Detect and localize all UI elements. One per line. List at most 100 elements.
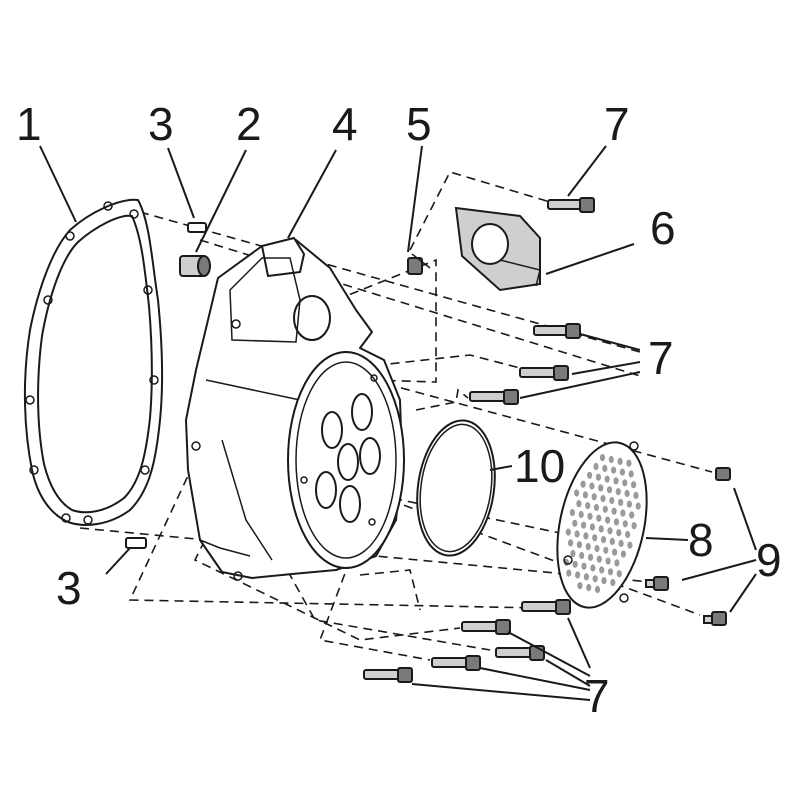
bolt-mid-2 [519, 365, 569, 381]
screen-perforation [593, 462, 599, 471]
bolt-lower-5 [363, 667, 413, 683]
screen-perforation [566, 569, 572, 577]
screen-perforation [576, 500, 582, 508]
bolt-lower-4 [431, 655, 481, 671]
screen-perforation [578, 510, 584, 519]
screen-perforation [581, 521, 587, 529]
screen-perforation [613, 518, 620, 526]
screen-perforation [611, 466, 617, 474]
callout-9: 9 [756, 534, 782, 586]
air-duct-elbow [454, 206, 541, 292]
screen-perforation [589, 523, 596, 531]
callout-labels: 1 3 2 4 5 7 6 7 10 8 9 3 7 [16, 98, 782, 722]
screen-perforation [608, 455, 614, 464]
screen-perforation [631, 522, 637, 530]
screen-perforation [602, 464, 608, 472]
callout-7-top: 7 [604, 98, 630, 150]
perforated-screen [556, 441, 648, 609]
screen-perforation [600, 536, 607, 544]
bushing [179, 255, 211, 277]
screen-perforation [625, 530, 631, 539]
screen-perforation [579, 551, 585, 560]
screen-perforation [616, 529, 622, 537]
screen-perforation [609, 496, 615, 505]
screen-perforation [613, 477, 619, 485]
screen-perforation [592, 534, 598, 542]
screen-perforation [614, 559, 620, 567]
screen-perforation [585, 543, 591, 551]
screen-perforation [606, 486, 613, 494]
bolt-lower-2 [461, 619, 511, 635]
bolt-lower-1 [521, 599, 571, 615]
callout-2: 2 [236, 98, 262, 150]
screen-perforation [607, 527, 613, 535]
screen-perforation [572, 519, 578, 527]
screen-perforation [592, 575, 598, 583]
screen-perforation [615, 488, 621, 496]
screen-perforation [587, 471, 593, 479]
callout-3-bottom: 3 [56, 562, 82, 614]
bolt-mid-1 [533, 323, 581, 339]
screen-perforation [600, 495, 606, 503]
leader-lines [39, 145, 757, 701]
screen-perforation [574, 530, 580, 538]
callout-7-bottom: 7 [584, 670, 610, 722]
dowel-pin-bottom [125, 537, 147, 549]
screen-perforation [605, 557, 611, 565]
screen-perforation [586, 584, 592, 592]
screen-perforation [603, 546, 609, 554]
screen-perforation [590, 564, 596, 572]
screen-perforation [598, 525, 604, 533]
screen-perforation [575, 571, 581, 579]
screw-mid [645, 576, 669, 591]
screen-perforation [572, 560, 578, 568]
screen-perforation [594, 585, 601, 594]
screen-perforation [604, 475, 610, 483]
screen-perforation [607, 568, 614, 576]
screen-perforation [610, 578, 616, 587]
dowel-pin-top [187, 222, 207, 233]
screen-perforation [594, 544, 600, 553]
o-ring [416, 419, 496, 557]
breather-fitting [407, 253, 431, 275]
screen-perforation [602, 505, 608, 513]
callout-6: 6 [650, 202, 676, 254]
screen-perforation [583, 532, 589, 540]
screen-perforation [565, 528, 571, 536]
screen-perforation [627, 541, 633, 549]
bolt-mid-3 [469, 389, 519, 405]
screen-perforation [611, 507, 617, 515]
screen-perforation [581, 562, 587, 570]
callout-8: 8 [688, 514, 714, 566]
screen-perforation [598, 484, 604, 492]
screen-perforation [609, 537, 615, 546]
screen-perforation [635, 502, 641, 510]
screen-perforation [580, 480, 586, 488]
assembly-guide-lines [79, 171, 713, 661]
screen-perforation [576, 541, 583, 549]
screen-perforation [577, 582, 583, 590]
screen-perforation [624, 489, 630, 498]
screen-perforation [583, 573, 590, 581]
callout-5: 5 [406, 98, 432, 150]
screen-perforation [582, 491, 589, 499]
screen-perforation [622, 520, 628, 528]
screw-bottom [703, 611, 727, 626]
screen-perforation [599, 454, 606, 462]
screen-perforation [601, 577, 607, 585]
screen-perforation [622, 479, 628, 487]
screen-perforation [574, 489, 580, 497]
screen-perforation [631, 481, 637, 489]
screen-perforation [617, 457, 623, 465]
screen-perforation [569, 508, 576, 517]
callout-3-top: 3 [148, 98, 174, 150]
screen-perforation [628, 470, 634, 478]
callout-7-mid: 7 [648, 332, 674, 384]
screen-perforation [605, 516, 611, 524]
screen-perforation [612, 548, 618, 556]
screen-perforation [568, 539, 574, 547]
screen-perforation [587, 512, 593, 520]
callout-4: 4 [332, 98, 358, 150]
screen-perforation [591, 493, 597, 501]
